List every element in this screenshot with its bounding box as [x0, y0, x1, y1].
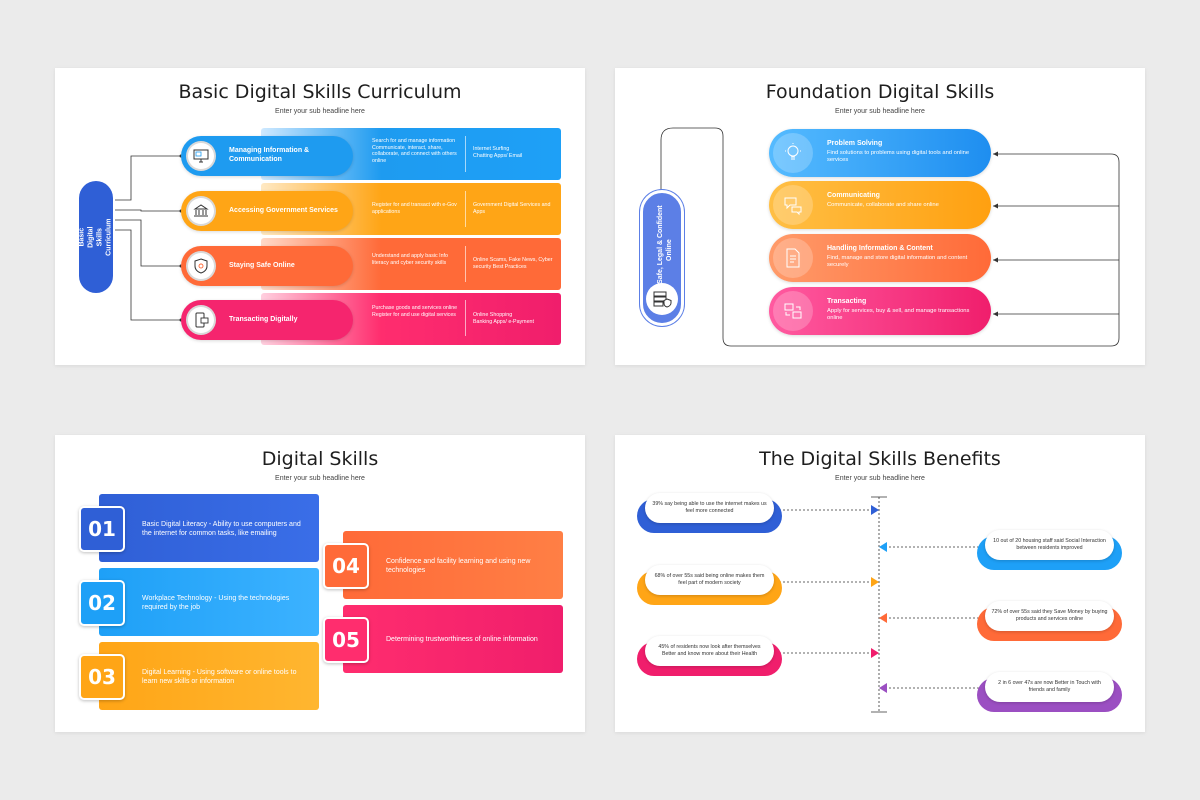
lightbulb-icon [773, 133, 813, 173]
slide-title: Basic Digital Skills Curriculum [178, 81, 462, 103]
skill-text: Determining trustworthiness of online in… [386, 636, 538, 643]
skill-desc: Communicate, collaborate and share onlin… [827, 202, 939, 208]
slide-subtitle: Enter your sub headline here [275, 475, 365, 482]
slide-subtitle: Enter your sub headline here [835, 108, 925, 115]
connector-lines [660, 127, 1120, 347]
skill-text: Workplace Technology - Using the technol… [142, 595, 290, 612]
computer-icon [186, 141, 216, 171]
row-label: Transacting Digitally [229, 315, 298, 323]
row-col2: Government Digital Services and Apps [473, 202, 551, 215]
slide-basic-digital-skills: Basic Digital Skills Curriculum Enter yo… [55, 68, 585, 365]
slide-title: Digital Skills [261, 448, 379, 470]
skill-desc: Apply for services, buy & sell, and mana… [827, 308, 970, 322]
row-label: Staying Safe Online [229, 261, 295, 269]
stat-text: 68% of over 55s said being online makes … [645, 565, 774, 595]
row-col2: Internet Surfing Chatting Apps/ Email [473, 146, 523, 159]
stat-card: 68% of over 55s said being online makes … [637, 565, 782, 605]
slide-subtitle: Enter your sub headline here [275, 108, 365, 115]
stat-card: 39% say being able to use the internet m… [637, 493, 782, 533]
row-col2: Online Shopping Banking Apps/ e-Payment [473, 312, 534, 325]
divider [465, 300, 466, 336]
skill-block: Confidence and facility learning and usi… [343, 531, 563, 599]
stat-card: 2 in 6 over 47s are now Better in Touch … [977, 672, 1122, 712]
stat-text: 2 in 6 over 47s are now Better in Touch … [985, 672, 1114, 702]
skill-row: Problem Solving Find solutions to proble… [769, 129, 991, 177]
number-badge: 04 [323, 543, 369, 589]
chat-icon [773, 185, 813, 225]
stat-card: 10 out of 20 housing staff said Social I… [977, 530, 1122, 570]
skill-block: Digital Learning - Using software or onl… [99, 642, 319, 710]
number-badge: 03 [79, 654, 125, 700]
number-badge: 02 [79, 580, 125, 626]
number-badge: 05 [323, 617, 369, 663]
divider [465, 246, 466, 282]
stat-text: 10 out of 20 housing staff said Social I… [985, 530, 1114, 560]
skill-text: Confidence and facility learning and usi… [386, 558, 531, 575]
mobile-payment-icon [186, 305, 216, 335]
row-col1: Purchase goods and services online Regis… [372, 305, 458, 318]
skill-title: Transacting [827, 298, 867, 305]
skill-block: Workplace Technology - Using the technol… [99, 568, 319, 636]
timeline [779, 496, 983, 713]
stat-card: 72% of over 55s said they Save Money by … [977, 601, 1122, 641]
skill-row: Handling Information & Content Find, man… [769, 234, 991, 282]
row-col1: Understand and apply basic Info literacy… [372, 253, 448, 266]
row-pill: Managing Information & Communication [181, 136, 353, 176]
divider [465, 191, 466, 227]
stat-text: 39% say being able to use the internet m… [645, 493, 774, 523]
skill-row: Communicating Communicate, collaborate a… [769, 181, 991, 229]
vertical-label-pill: Basic Digital Skills Curriculum [79, 181, 113, 293]
document-icon [773, 238, 813, 278]
stat-text: 72% of over 55s said they Save Money by … [985, 601, 1114, 631]
skill-title: Handling Information & Content [827, 245, 933, 252]
row-label: Accessing Government Services [229, 206, 338, 214]
row-label: Managing Information & Communication [229, 147, 310, 163]
skill-title: Communicating [827, 192, 880, 199]
slide-subtitle: Enter your sub headline here [835, 475, 925, 482]
row-pill: Transacting Digitally [181, 300, 353, 340]
vertical-label: Basic Digital Skills Curriculum [78, 218, 114, 256]
skill-block: Basic Digital Literacy - Ability to use … [99, 494, 319, 562]
slide-digital-skills: Digital Skills Enter your sub headline h… [55, 435, 585, 732]
skill-text: Digital Learning - Using software or onl… [142, 669, 297, 686]
slide-title: The Digital Skills Benefits [759, 448, 1001, 470]
skill-text: Basic Digital Literacy - Ability to use … [142, 521, 301, 538]
divider [465, 136, 466, 172]
stat-card: 45% of residents now look after themselv… [637, 636, 782, 676]
row-col2: Online Scams, Fake News, Cyber security … [473, 257, 553, 270]
government-icon [186, 196, 216, 226]
skill-title: Problem Solving [827, 140, 883, 147]
slide-title: Foundation Digital Skills [765, 81, 995, 103]
server-shield-icon [646, 283, 678, 315]
row-pill: Staying Safe Online [181, 246, 353, 286]
skill-block: Determining trustworthiness of online in… [343, 605, 563, 673]
slide-foundation-digital-skills: Foundation Digital Skills Enter your sub… [615, 68, 1145, 365]
skill-desc: Find solutions to problems using digital… [827, 150, 970, 164]
shield-icon [186, 251, 216, 281]
stat-text: 45% of residents now look after themselv… [645, 636, 774, 666]
row-pill: Accessing Government Services [181, 191, 353, 231]
transaction-icon [773, 291, 813, 331]
vertical-label-pill: Be Safe, Legal & Confident Online [640, 190, 684, 326]
row-col1: Search for and manage information Commun… [372, 138, 457, 164]
skill-row: Transacting Apply for services, buy & se… [769, 287, 991, 335]
number-badge: 01 [79, 506, 125, 552]
slide-digital-skills-benefits: The Digital Skills Benefits Enter your s… [615, 435, 1145, 732]
row-col1: Register for and transact with e-Gov app… [372, 202, 457, 215]
skill-desc: Find, manage and store digital informati… [827, 255, 968, 269]
